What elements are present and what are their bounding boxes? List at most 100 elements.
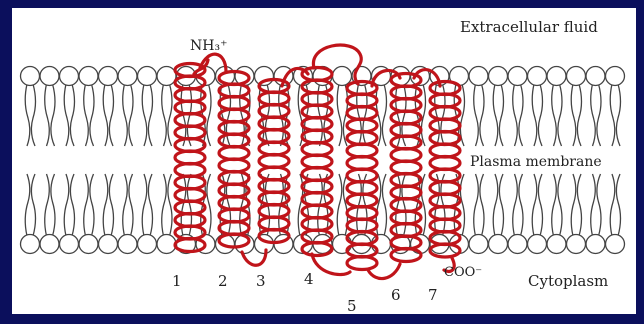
lipid-head bbox=[157, 235, 176, 254]
helix-4 bbox=[302, 68, 332, 256]
lipid-tail bbox=[493, 84, 498, 146]
lipid-tail bbox=[84, 174, 89, 236]
lipid-tail bbox=[513, 84, 518, 146]
lipid-tail bbox=[616, 174, 620, 236]
lipid-tail bbox=[552, 174, 557, 236]
lipid-head bbox=[508, 67, 527, 86]
lipid-head bbox=[547, 235, 566, 254]
lipid-tail bbox=[129, 174, 133, 236]
diagram-panel: Extracellular fluid Plasma membrane Cyto… bbox=[12, 8, 636, 314]
lipid-tail bbox=[207, 174, 211, 236]
lipid-head bbox=[606, 235, 625, 254]
lipid-tail bbox=[577, 174, 581, 236]
lipid-tail bbox=[597, 174, 601, 236]
lipid-head bbox=[489, 235, 508, 254]
lipid-head bbox=[489, 67, 508, 86]
helix-number-3: 3 bbox=[256, 272, 266, 290]
lipid-head bbox=[157, 67, 176, 86]
lipid-head bbox=[567, 67, 586, 86]
lipid-tail bbox=[402, 174, 406, 236]
lipid-tail bbox=[129, 84, 133, 146]
lipid-head bbox=[469, 235, 488, 254]
lipid-tail bbox=[499, 84, 503, 146]
lipid-head bbox=[138, 67, 157, 86]
lipid-tail bbox=[103, 174, 108, 236]
lipid-tail bbox=[25, 84, 30, 146]
lipid-tail bbox=[591, 174, 596, 236]
helix-3 bbox=[259, 80, 289, 243]
lipid-tail bbox=[162, 174, 167, 236]
lipid-tail bbox=[532, 174, 537, 236]
lipid-tail bbox=[571, 84, 576, 146]
lipid-tail bbox=[70, 174, 74, 236]
lipid-tail bbox=[123, 84, 128, 146]
lipid-tail bbox=[109, 84, 113, 146]
lipid-head bbox=[528, 67, 547, 86]
helix-1 bbox=[175, 64, 205, 252]
lipid-tail bbox=[84, 84, 89, 146]
lipid-tail bbox=[51, 174, 55, 236]
helix-number-2: 2 bbox=[218, 272, 228, 290]
lipid-tail bbox=[577, 84, 581, 146]
lipid-tail bbox=[45, 84, 50, 146]
lipid-tail bbox=[90, 174, 94, 236]
lipid-tail bbox=[168, 84, 172, 146]
lipid-tail bbox=[109, 174, 113, 236]
lipid-tail bbox=[142, 84, 147, 146]
lipid-tail bbox=[558, 84, 562, 146]
lipid-tail bbox=[610, 84, 615, 146]
helix-number-1: 1 bbox=[172, 272, 182, 290]
lipid-head bbox=[547, 67, 566, 86]
lipid-tail bbox=[382, 84, 386, 146]
lipid-head bbox=[21, 67, 40, 86]
lipid-tail bbox=[571, 174, 576, 236]
lipid-head bbox=[40, 67, 59, 86]
lipid-tail bbox=[558, 174, 562, 236]
lipid-tail bbox=[499, 174, 503, 236]
lipid-head bbox=[216, 235, 235, 254]
lipid-tail bbox=[25, 174, 30, 236]
lipid-tail bbox=[103, 84, 108, 146]
lipid-tail bbox=[51, 84, 55, 146]
lipid-tail bbox=[64, 84, 69, 146]
lipid-tail bbox=[148, 84, 152, 146]
lipid-head bbox=[333, 67, 352, 86]
cytoplasm-label: Cytoplasm bbox=[528, 272, 608, 290]
lipid-head bbox=[60, 235, 79, 254]
lipid-head bbox=[60, 67, 79, 86]
lipid-tail bbox=[532, 84, 537, 146]
helix-number-7: 7 bbox=[428, 286, 438, 304]
lipid-tail bbox=[474, 174, 479, 236]
lipid-head bbox=[586, 235, 605, 254]
lipid-tail bbox=[337, 174, 342, 236]
helix-2 bbox=[219, 72, 249, 248]
lipid-tail bbox=[474, 84, 479, 146]
lipid-tail bbox=[70, 84, 74, 146]
lipid-tail bbox=[90, 84, 94, 146]
extracellular-label: Extracellular fluid bbox=[460, 18, 598, 36]
lipid-tail bbox=[538, 174, 542, 236]
plasma-membrane-label: Plasma membrane bbox=[470, 154, 602, 170]
lipid-tail bbox=[168, 174, 172, 236]
lipid-tail bbox=[591, 84, 596, 146]
lipid-tail bbox=[480, 174, 484, 236]
lipid-tail bbox=[45, 174, 50, 236]
lipid-tail bbox=[519, 174, 523, 236]
lipid-head bbox=[567, 235, 586, 254]
lipid-tail bbox=[142, 174, 147, 236]
lipid-head bbox=[21, 235, 40, 254]
lipid-tail bbox=[207, 84, 211, 146]
n-terminus-label: NH₃⁺ bbox=[190, 38, 227, 54]
lipid-tail bbox=[610, 174, 615, 236]
lipid-tail bbox=[337, 84, 342, 146]
lipid-tail bbox=[382, 174, 386, 236]
membrane-protein-diagram: Extracellular fluid Plasma membrane Cyto… bbox=[12, 8, 636, 314]
lipid-tail bbox=[226, 84, 230, 146]
lipid-head bbox=[79, 235, 98, 254]
lipid-head bbox=[40, 235, 59, 254]
lipid-head bbox=[79, 67, 98, 86]
c-terminus-label: COO⁻ bbox=[444, 265, 482, 280]
lipid-tail bbox=[31, 174, 35, 236]
lipid-head bbox=[528, 235, 547, 254]
